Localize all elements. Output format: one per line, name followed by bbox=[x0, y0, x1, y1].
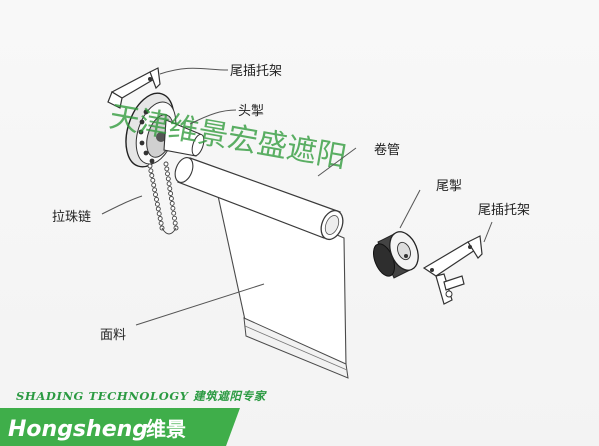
roller-tube bbox=[174, 157, 344, 241]
bead-chain bbox=[147, 161, 179, 235]
brand-name-cn: 维景 bbox=[146, 417, 186, 441]
brand-band bbox=[0, 408, 240, 446]
label-bead-chain: 拉珠链 bbox=[52, 210, 91, 225]
chain-bead bbox=[148, 168, 154, 174]
chain-bead bbox=[170, 205, 176, 211]
footer-tagline: SHADING TECHNOLOGY 建筑遮阳专家 bbox=[16, 389, 268, 403]
chain-bead bbox=[168, 191, 174, 196]
chain-bead bbox=[164, 166, 170, 172]
chain-bead bbox=[152, 187, 158, 193]
chain-bead bbox=[156, 211, 162, 217]
label-tail-bracket-left: 尾插托架 bbox=[230, 64, 282, 79]
right-tail-bracket bbox=[422, 235, 483, 305]
label-fabric: 面料 bbox=[100, 328, 126, 343]
chain-bead bbox=[155, 206, 161, 212]
brand-name: Hongsheng bbox=[8, 417, 148, 442]
chain-bead bbox=[153, 192, 158, 198]
chain-bead bbox=[172, 215, 177, 221]
chain-bead bbox=[150, 177, 156, 183]
chain-bead bbox=[163, 161, 169, 167]
label-tail-end: 尾掣 bbox=[436, 179, 462, 194]
chain-loop bbox=[161, 227, 177, 235]
head-control-unit bbox=[125, 92, 205, 168]
chain-bead bbox=[157, 216, 163, 221]
chain-bead bbox=[168, 196, 174, 201]
chain-bead bbox=[149, 173, 155, 178]
chain-bead bbox=[154, 201, 160, 207]
chain-bead bbox=[147, 163, 153, 169]
chain-bead bbox=[151, 182, 157, 188]
label-head-bracket: 头掣 bbox=[238, 104, 264, 119]
chain-bead bbox=[171, 210, 177, 216]
left-top-bracket bbox=[107, 67, 161, 109]
leader-lines bbox=[101, 67, 493, 326]
footer-branding: SHADING TECHNOLOGY 建筑遮阳专家 Hongsheng 维景 bbox=[0, 389, 268, 446]
chain-bead bbox=[165, 176, 171, 182]
label-tube: 卷管 bbox=[374, 142, 400, 158]
chain-bead bbox=[169, 200, 175, 206]
chain-bead bbox=[166, 181, 172, 187]
label-tail-bracket-right: 尾插托架 bbox=[478, 203, 530, 218]
tail-end-plug bbox=[373, 231, 419, 279]
chain-bead bbox=[167, 186, 173, 192]
chain-bead bbox=[172, 220, 178, 226]
chain-bead bbox=[154, 196, 159, 202]
chain-bead bbox=[165, 171, 170, 177]
chain-bead bbox=[158, 220, 164, 226]
